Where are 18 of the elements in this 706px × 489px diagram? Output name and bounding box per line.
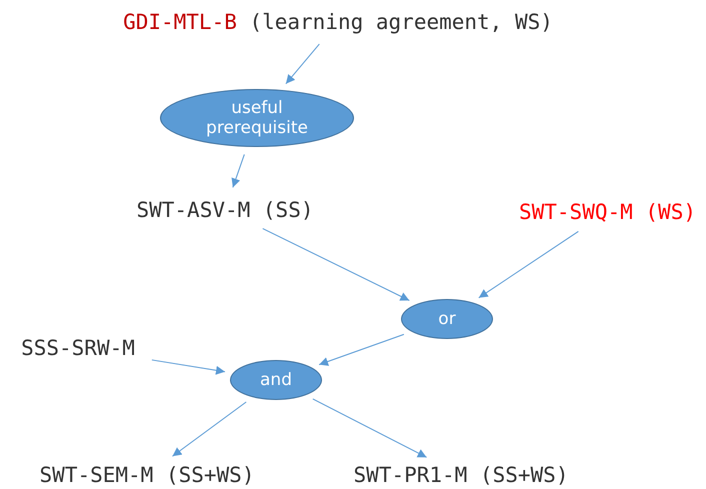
ellipse-node: and xyxy=(230,360,322,400)
arrow xyxy=(285,44,320,84)
course-code: GDI-MTL-B xyxy=(123,10,237,34)
arrow xyxy=(312,398,428,458)
course-label: (learning agreement, WS) xyxy=(249,10,553,34)
course-label: SWT-ASV-M (SS) xyxy=(136,198,314,222)
ellipse-node: or xyxy=(401,299,493,339)
arrow xyxy=(172,401,247,457)
course-label: SWT-SEM-M (SS+WS) xyxy=(40,463,254,487)
course-label: SWT-PR1-M (SS+WS) xyxy=(354,463,568,487)
arrow xyxy=(232,154,245,188)
arrow xyxy=(151,359,226,375)
arrow xyxy=(478,230,579,298)
course-code: SWT-SWQ-M (WS) xyxy=(518,200,696,224)
course-label: SSS-SRW-M xyxy=(21,336,135,360)
arrow xyxy=(318,334,404,366)
ellipse-node: useful prerequisite xyxy=(160,89,354,147)
arrow xyxy=(262,228,410,301)
